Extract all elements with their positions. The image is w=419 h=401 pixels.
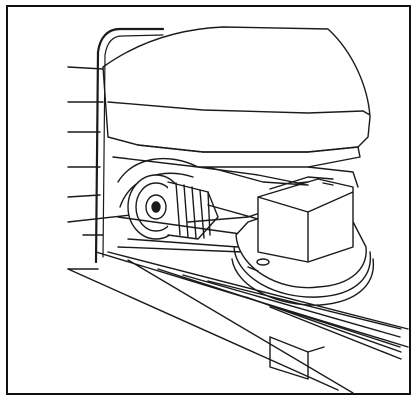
machine-body	[102, 26, 371, 168]
rear-skirt	[207, 166, 359, 188]
illustration-frame	[6, 5, 411, 395]
machine-on-pallet-illustration	[67, 26, 409, 393]
pallet-slats	[127, 259, 402, 393]
pallet-block	[269, 336, 325, 380]
frame-struts	[117, 204, 264, 253]
brush-motor-cover	[257, 176, 354, 263]
wheel-tread	[167, 181, 219, 240]
lift-frame	[94, 27, 165, 264]
